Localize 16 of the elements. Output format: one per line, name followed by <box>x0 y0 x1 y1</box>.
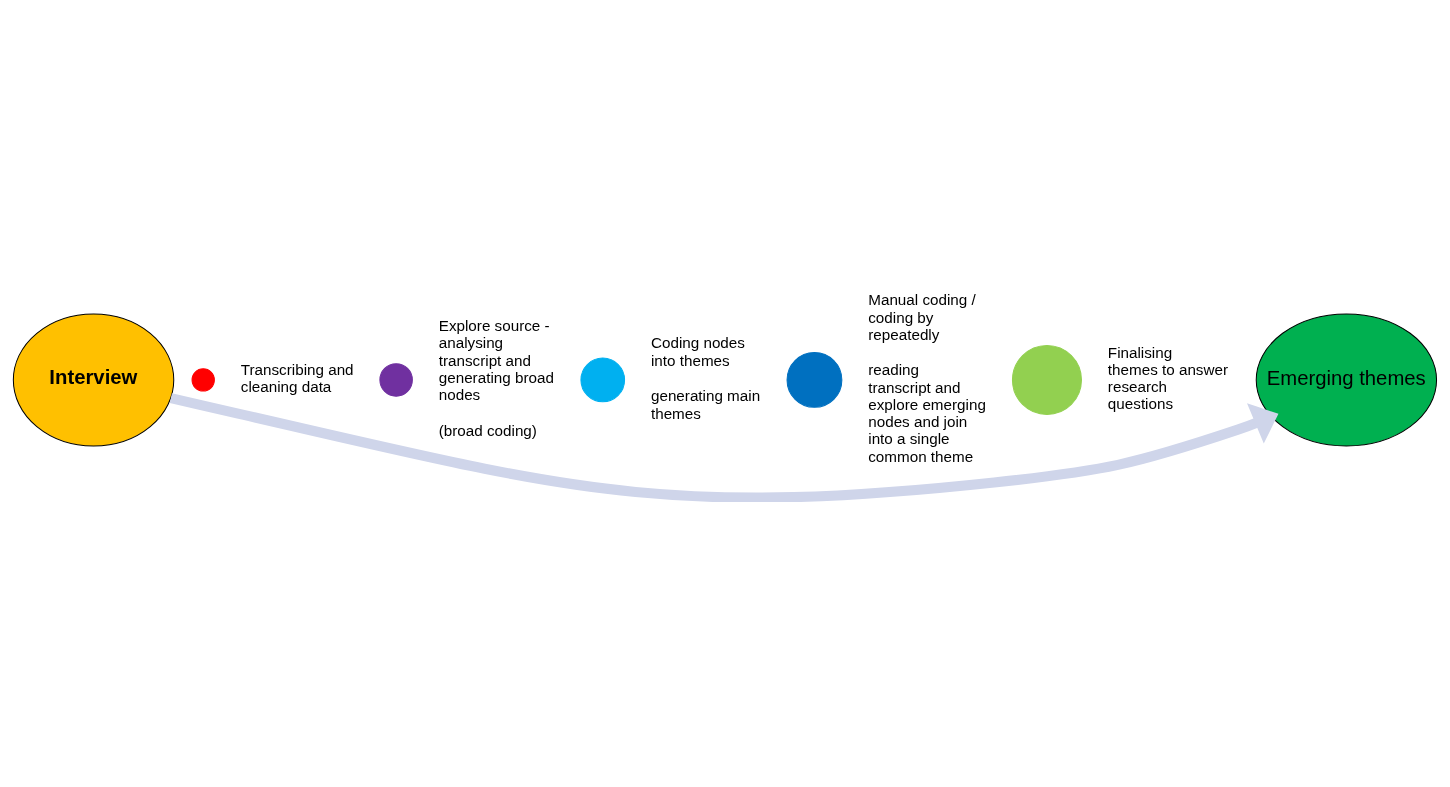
node-ellipse: Emerging themes <box>1255 313 1438 447</box>
node-circle <box>379 363 413 397</box>
node-label: Manual coding / coding by repeatedly <box>868 291 976 343</box>
node-label: generating main themes <box>650 387 761 422</box>
node-circle <box>191 368 215 392</box>
node-label: Transcribing and cleaning data <box>240 360 354 396</box>
node-circle <box>786 352 843 408</box>
node-circle <box>1011 344 1082 415</box>
arrow <box>169 393 1279 502</box>
node-label: reading transcript and explore emerging nodes and join into a single common theme <box>868 361 986 465</box>
node-ellipse: Interview <box>12 313 175 447</box>
node-circle <box>580 357 626 403</box>
node-label: Explore source - analysing transcript and generating broad nodes <box>438 317 554 404</box>
node-label: Finalising themes to answer research questions <box>1107 343 1229 413</box>
node-label: Coding nodes into themes <box>650 334 745 369</box>
node-label: (broad coding) <box>438 421 537 439</box>
